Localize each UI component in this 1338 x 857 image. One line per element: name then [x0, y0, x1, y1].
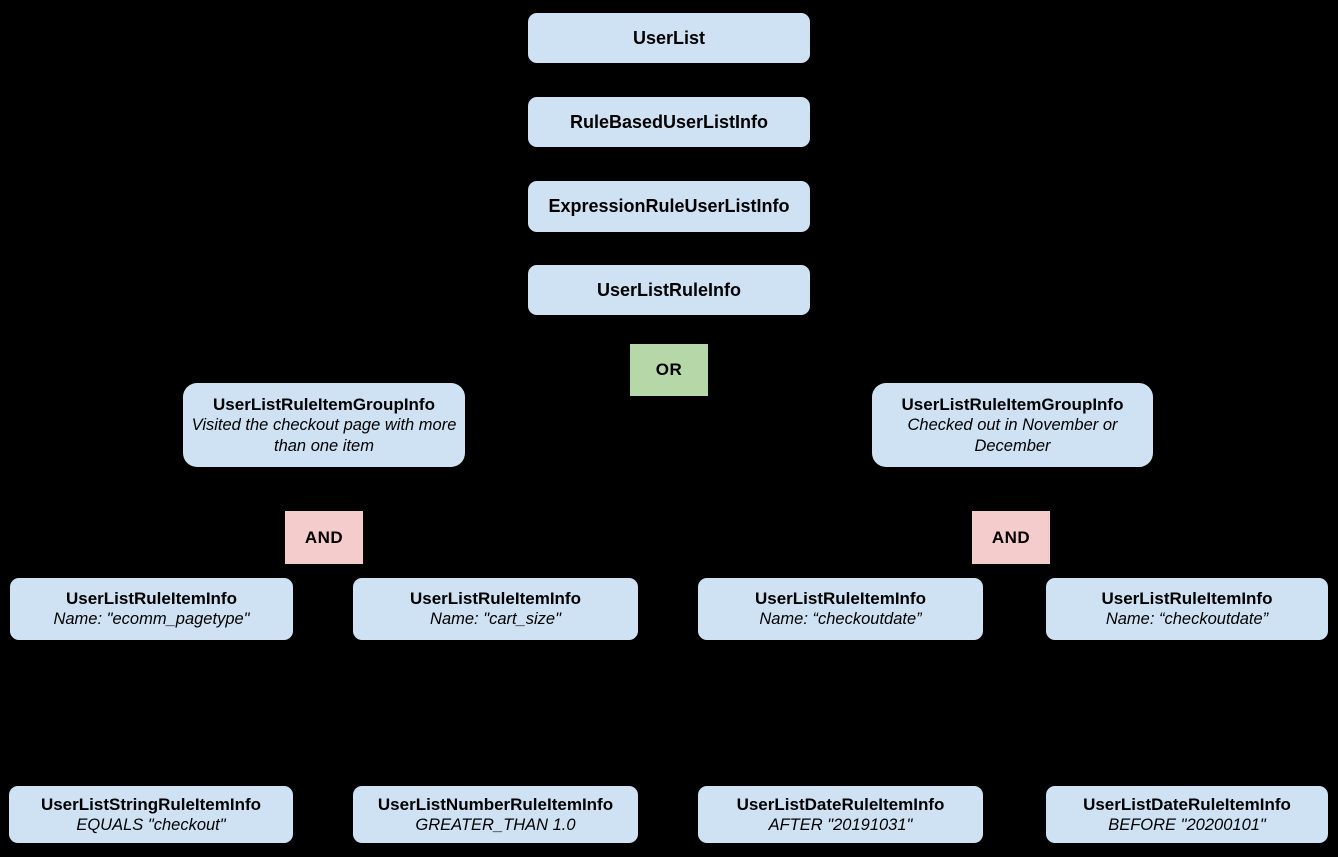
node-label: UserListRuleInfo	[596, 279, 742, 300]
node-title: UserListRuleItemInfo	[66, 589, 237, 609]
node-label: UserList	[632, 27, 706, 48]
node-title: UserListRuleItemInfo	[1101, 589, 1273, 609]
and-label: AND	[991, 527, 1031, 547]
node-subtitle: Name: "cart_size"	[430, 610, 561, 629]
node-title: UserListStringRuleItemInfo	[40, 794, 262, 814]
node-leaf-number: UserListNumberRuleItemInfo GREATER_THAN …	[353, 786, 638, 843]
node-ruleitem-3: UserListRuleItemInfo Name: “checkoutdate…	[698, 578, 983, 640]
node-subtitle: Checked out in November or December	[907, 416, 1118, 455]
node-group-left: UserListRuleItemGroupInfo Visited the ch…	[183, 383, 465, 467]
node-title: UserListRuleItemInfo	[755, 589, 926, 609]
node-subtitle: BEFORE "20200101"	[1108, 815, 1266, 834]
node-label: RuleBasedUserListInfo	[569, 111, 769, 132]
node-title: UserListRuleItemGroupInfo	[901, 394, 1124, 414]
node-subtitle: Name: “checkoutdate”	[1105, 610, 1269, 629]
node-leaf-date-before: UserListDateRuleItemInfo BEFORE "2020010…	[1046, 786, 1328, 843]
node-userlist: UserList	[528, 13, 810, 63]
and-operator-box-right: AND	[972, 511, 1050, 564]
node-ruleitem-4: UserListRuleItemInfo Name: “checkoutdate…	[1046, 578, 1328, 640]
node-title: UserListRuleItemGroupInfo	[213, 394, 435, 414]
node-label: ExpressionRuleUserListInfo	[548, 196, 790, 217]
and-operator-box-left: AND	[285, 511, 363, 564]
node-subtitle: Name: “checkoutdate”	[759, 610, 922, 629]
node-userlistruleinfo: UserListRuleInfo	[528, 265, 810, 315]
node-ruleitem-1: UserListRuleItemInfo Name: "ecomm_pagety…	[10, 578, 293, 640]
node-subtitle: EQUALS "checkout"	[76, 815, 226, 834]
node-rulebaseduserlistinfo: RuleBasedUserListInfo	[528, 97, 810, 147]
node-subtitle: Visited the checkout page with more than…	[191, 416, 457, 455]
node-title: UserListNumberRuleItemInfo	[377, 794, 614, 814]
node-group-right: UserListRuleItemGroupInfo Checked out in…	[872, 383, 1153, 467]
node-subtitle: Name: "ecomm_pagetype"	[53, 610, 250, 629]
node-title: UserListDateRuleItemInfo	[736, 794, 945, 814]
or-operator-box: OR	[630, 344, 708, 396]
node-ruleitem-2: UserListRuleItemInfo Name: "cart_size"	[353, 578, 638, 640]
node-leaf-string: UserListStringRuleItemInfo EQUALS "check…	[9, 786, 293, 843]
node-leaf-date-after: UserListDateRuleItemInfo AFTER "20191031…	[698, 786, 983, 843]
node-expressionruleuserlistinfo: ExpressionRuleUserListInfo	[528, 181, 810, 232]
node-subtitle: GREATER_THAN 1.0	[415, 815, 576, 834]
node-title: UserListDateRuleItemInfo	[1083, 794, 1291, 814]
and-label: AND	[304, 527, 344, 547]
node-title: UserListRuleItemInfo	[410, 589, 581, 609]
node-subtitle: AFTER "20191031"	[768, 815, 913, 834]
or-label: OR	[655, 360, 683, 380]
